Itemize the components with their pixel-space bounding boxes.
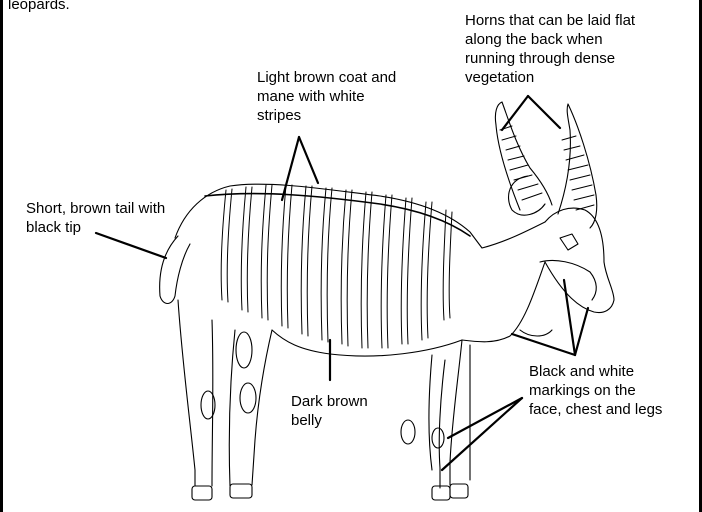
animal-head-outline [509, 176, 614, 336]
coat-leader-2 [299, 137, 318, 183]
animal-body-outline [160, 184, 545, 500]
markings-leader-chest [575, 308, 588, 355]
coat-leader-1 [282, 137, 299, 200]
markings-leader-face [564, 280, 575, 355]
leader-lines [96, 96, 588, 470]
white-stripes [205, 185, 470, 348]
horns-leader-2 [528, 96, 560, 128]
tail-leader [96, 233, 166, 258]
markings-leader-neck [512, 334, 575, 355]
